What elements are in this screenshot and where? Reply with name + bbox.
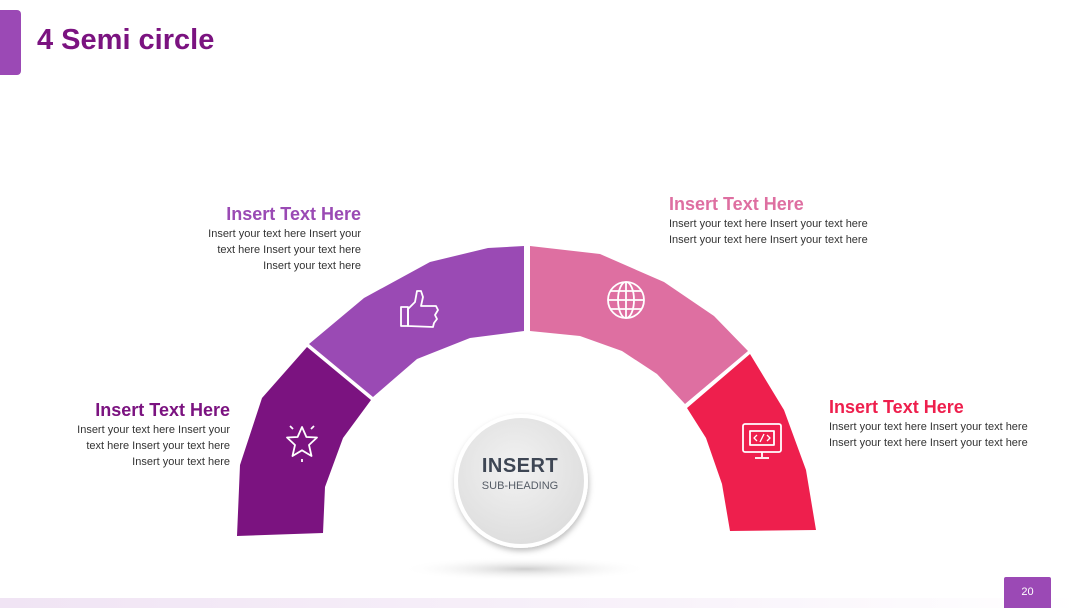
segment-2 xyxy=(309,246,524,397)
thumbs-up-icon xyxy=(400,290,439,328)
globe-icon xyxy=(607,281,645,319)
title-accent-tab xyxy=(0,10,21,75)
segment-1 xyxy=(237,347,371,536)
segment-1-body: Insert your text here Insert your text h… xyxy=(77,424,230,468)
segment-3-body: Insert your text here Insert your text h… xyxy=(669,218,868,246)
segment-3-heading: Insert Text Here xyxy=(669,194,804,214)
segment-2-heading: Insert Text Here xyxy=(226,204,361,224)
segment-4-body: Insert your text here Insert your text h… xyxy=(829,421,1028,449)
page-number: 20 xyxy=(1004,577,1051,608)
segment-4-heading: Insert Text Here xyxy=(829,397,964,417)
footer-bar xyxy=(0,598,1080,608)
segment-3-label: Insert Text Here Insert your text here I… xyxy=(669,193,889,248)
floor-shadow xyxy=(400,557,650,581)
segment-2-body: Insert your text here Insert your text h… xyxy=(208,228,361,272)
monitor-code-icon xyxy=(742,423,782,459)
slide-title: 4 Semi circle xyxy=(37,24,215,56)
segment-4-label: Insert Text Here Insert your text here I… xyxy=(829,396,1049,451)
segment-1-heading: Insert Text Here xyxy=(95,400,230,420)
center-subheading: SUB-HEADING xyxy=(481,480,559,492)
segment-1-label: Insert Text Here Insert your text here I… xyxy=(10,399,230,470)
center-circle xyxy=(454,414,588,548)
segment-3 xyxy=(530,246,748,404)
segment-4 xyxy=(687,354,816,531)
star-icon xyxy=(286,425,318,462)
center-title: INSERT xyxy=(481,455,559,477)
segment-2-label: Insert Text Here Insert your text here I… xyxy=(141,203,361,274)
